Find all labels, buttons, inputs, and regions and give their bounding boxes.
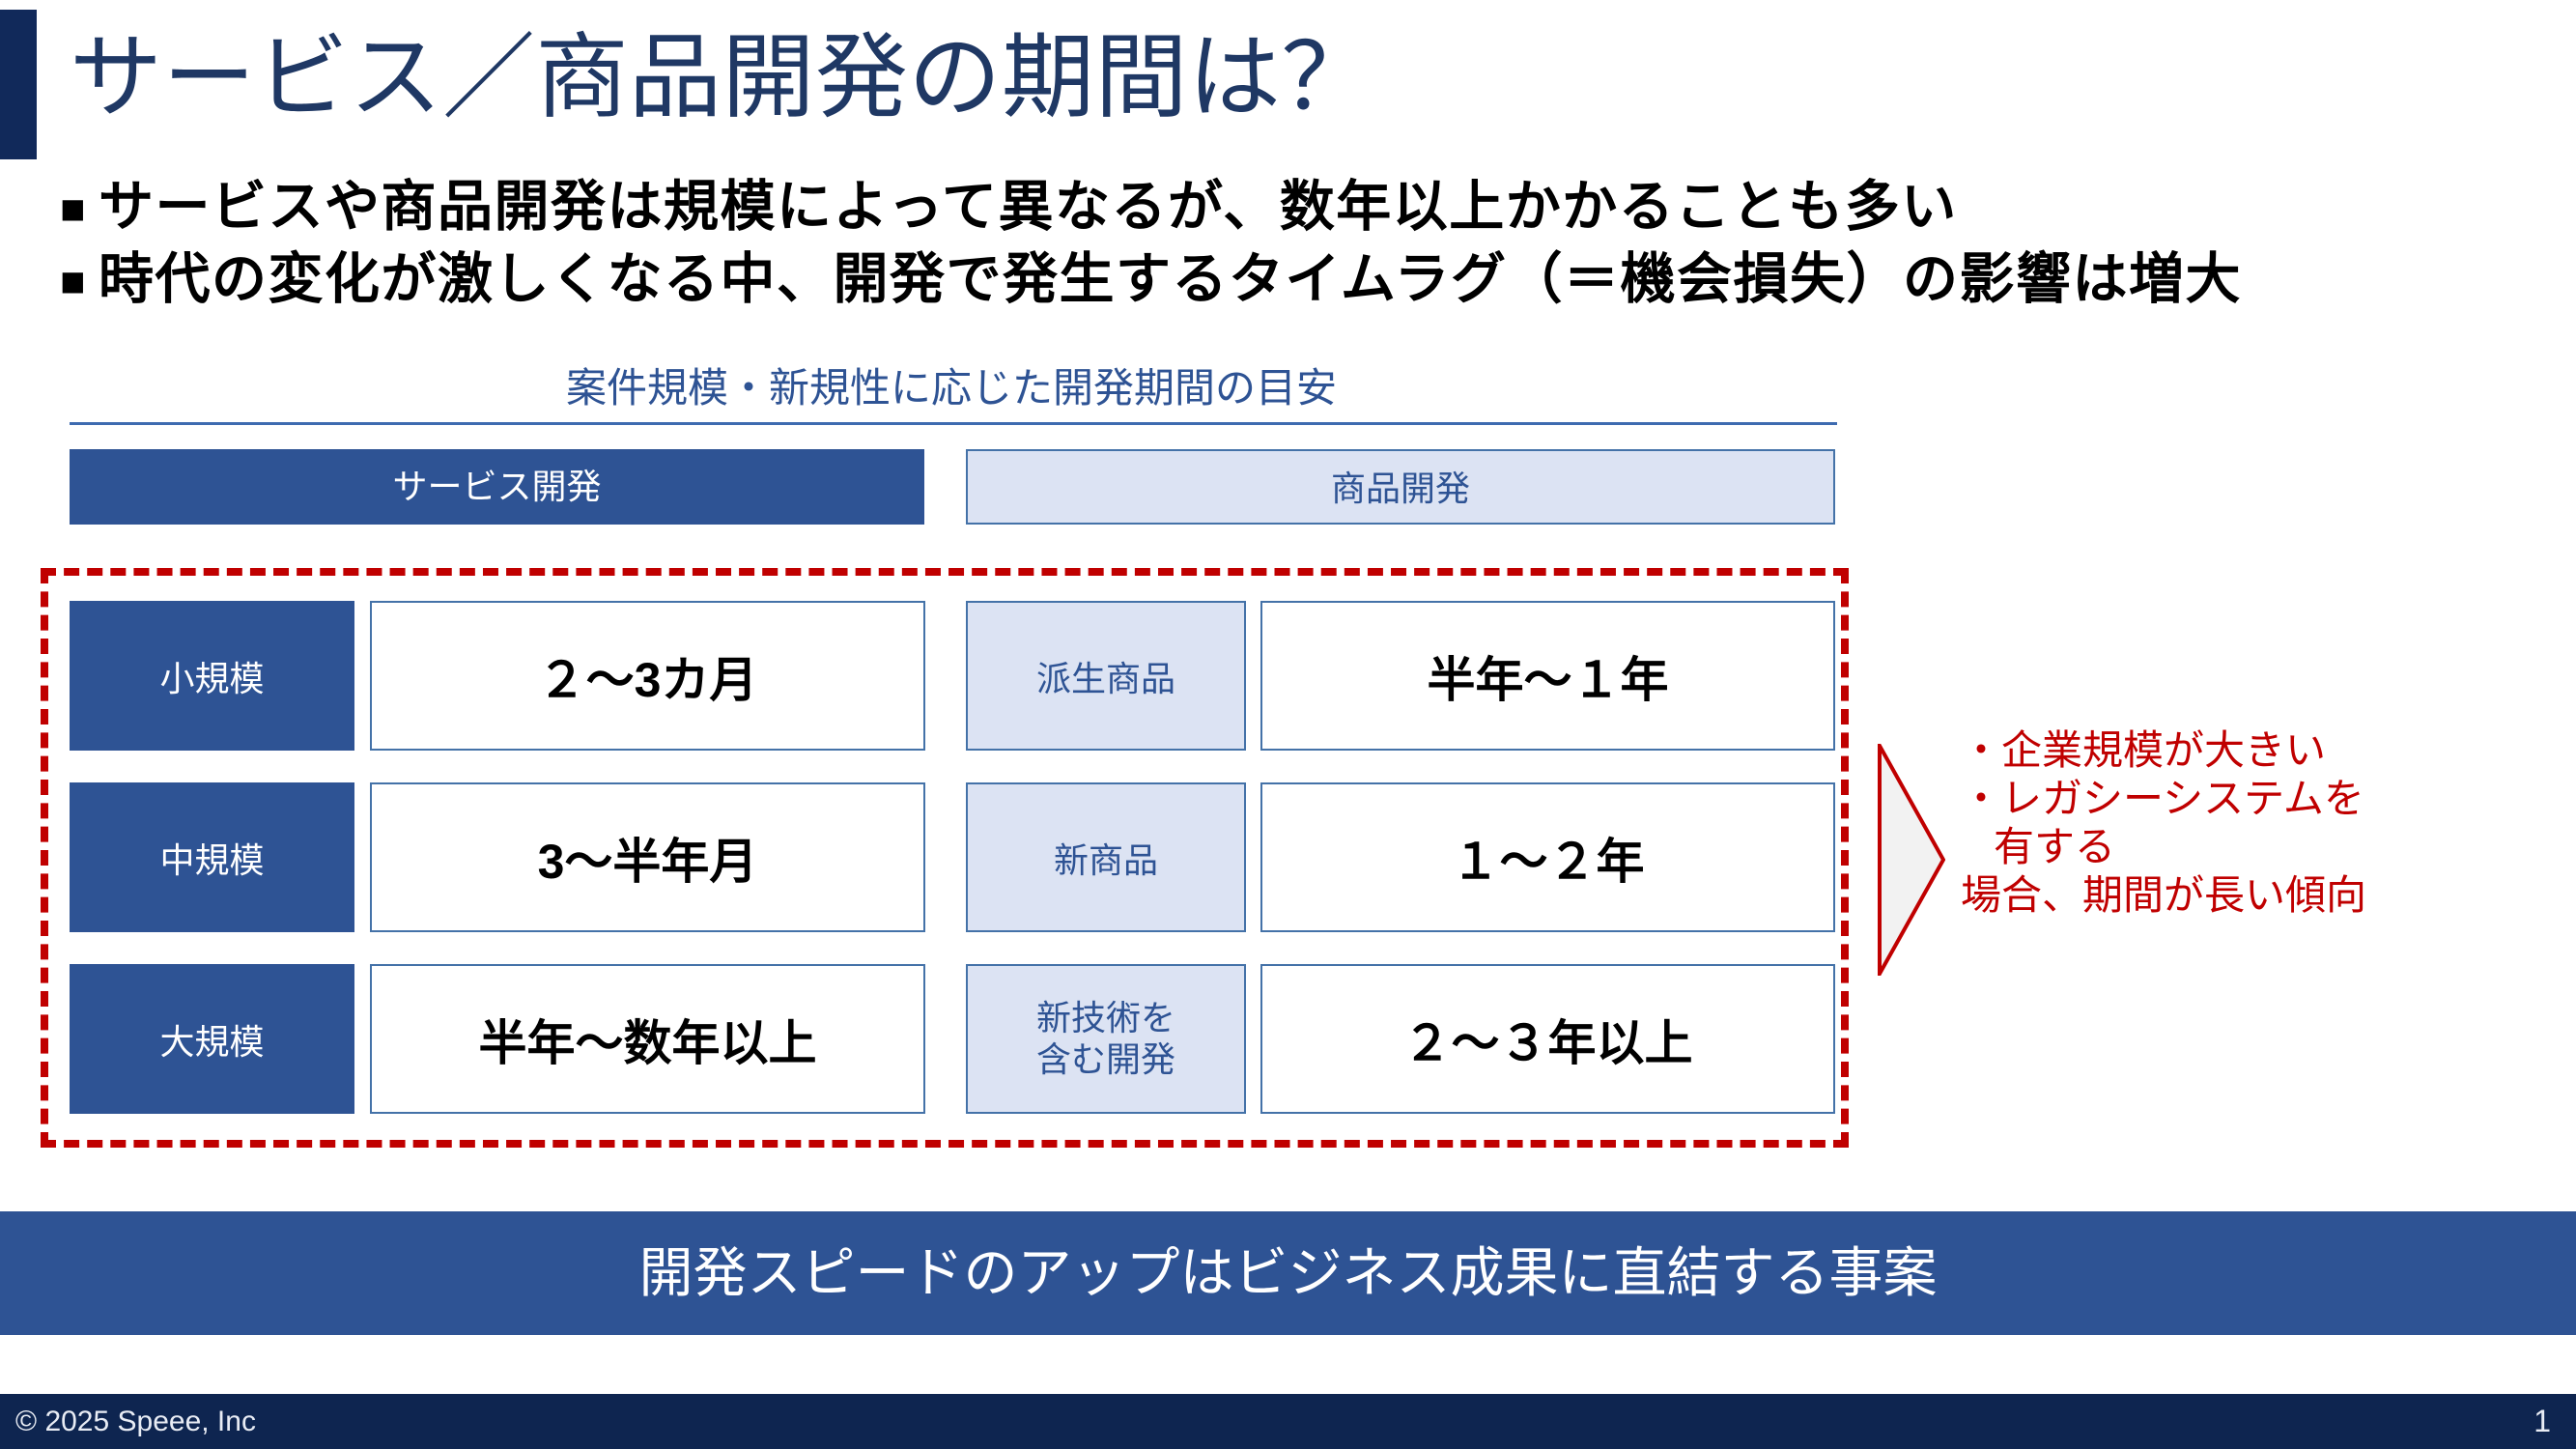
table-cell-service-value: 半年〜数年以上 xyxy=(370,964,925,1114)
table-row: 大規模 xyxy=(70,964,354,1114)
title-accent-bar xyxy=(0,10,37,159)
callout-line: ・企業規模が大きい xyxy=(1961,727,2327,773)
cell-value-text: 半年〜数年以上 xyxy=(478,1015,817,1070)
summary-banner xyxy=(0,1211,2576,1335)
table-cell-product-label: 新技術を 含む開発 xyxy=(966,964,1246,1114)
table-cell-service-value: ２〜3カ月 xyxy=(370,601,925,751)
footer-copyright: © 2025 Speee, Inc xyxy=(15,1406,256,1437)
emphasis-dashed-box xyxy=(41,568,1849,1148)
row-label-service: 小規模 xyxy=(159,658,265,698)
row-label-service: 大規模 xyxy=(159,1021,265,1062)
table-row: 中規模 xyxy=(70,782,354,932)
table-cell-product-value: 半年〜１年 xyxy=(1260,601,1835,751)
bullet-list: ■サービスや商品開発は規模によって異なるが、数年以上かかることも多い ■時代の変… xyxy=(60,172,2571,317)
row-label-service: 中規模 xyxy=(159,839,265,880)
product-label-text: 新技術を xyxy=(1035,998,1175,1038)
product-label-text: 派生商品 xyxy=(1035,658,1175,698)
cell-value-text: 3〜半年月 xyxy=(537,834,758,889)
square-bullet-icon: ■ xyxy=(60,185,88,233)
footer-bar xyxy=(0,1394,2576,1449)
footer-page-number: 1 xyxy=(2534,1404,2551,1438)
table-cell-product-value: ２〜３年以上 xyxy=(1260,964,1835,1114)
callout-line: 有する xyxy=(1994,824,2116,869)
callout-text: ・企業規模が大きい ・レガシーシステムを 有する 場合、期間が長い傾向 xyxy=(1961,726,2576,920)
table-cell-product-value: １〜２年 xyxy=(1260,782,1835,932)
table-header-product: 商品開発 xyxy=(966,449,1835,525)
product-label-text-line2: 含む開発 xyxy=(1035,1038,1175,1079)
table-subtitle: 案件規模・新規性に応じた開発期間の目安 xyxy=(565,365,1337,411)
table-row: 小規模 xyxy=(70,601,354,751)
bullet-item: ■サービスや商品開発は規模によって異なるが、数年以上かかることも多い xyxy=(60,172,2571,244)
cell-value-text: 半年〜１年 xyxy=(1427,652,1669,707)
product-label-text: 新商品 xyxy=(1053,839,1158,880)
bullet-item-label: サービスや商品開発は規模によって異なるが、数年以上かかることも多い xyxy=(99,176,1958,238)
table-cell-product-label: 派生商品 xyxy=(966,601,1246,751)
table-cell-service-value: 3〜半年月 xyxy=(370,782,925,932)
subtitle-divider xyxy=(70,422,1837,425)
cell-value-text: １〜２年 xyxy=(1451,834,1645,889)
table-header-service: サービス開発 xyxy=(70,449,924,525)
cell-value-text: ２〜3カ月 xyxy=(537,652,758,707)
cell-value-text: ２〜３年以上 xyxy=(1402,1015,1693,1070)
bullet-item-label: 時代の変化が激しくなる中、開発で発生するタイムラグ（＝機会損失）の影響は増大 xyxy=(99,248,2243,310)
callout-line: 場合、期間が長い傾向 xyxy=(1961,872,2367,918)
page-title: サービス／商品開発の期間は？ xyxy=(70,26,1374,129)
table-cell-product-label: 新商品 xyxy=(966,782,1246,932)
bullet-item: ■時代の変化が激しくなる中、開発で発生するタイムラグ（＝機会損失）の影響は増大 xyxy=(60,244,2571,317)
square-bullet-icon: ■ xyxy=(60,258,88,305)
right-arrow-icon xyxy=(1878,738,1946,981)
callout-line: ・レガシーシステムを xyxy=(1961,776,2364,821)
summary-banner-text: 開発スピードのアップはビジネス成果に直結する事案 xyxy=(638,1242,1938,1303)
